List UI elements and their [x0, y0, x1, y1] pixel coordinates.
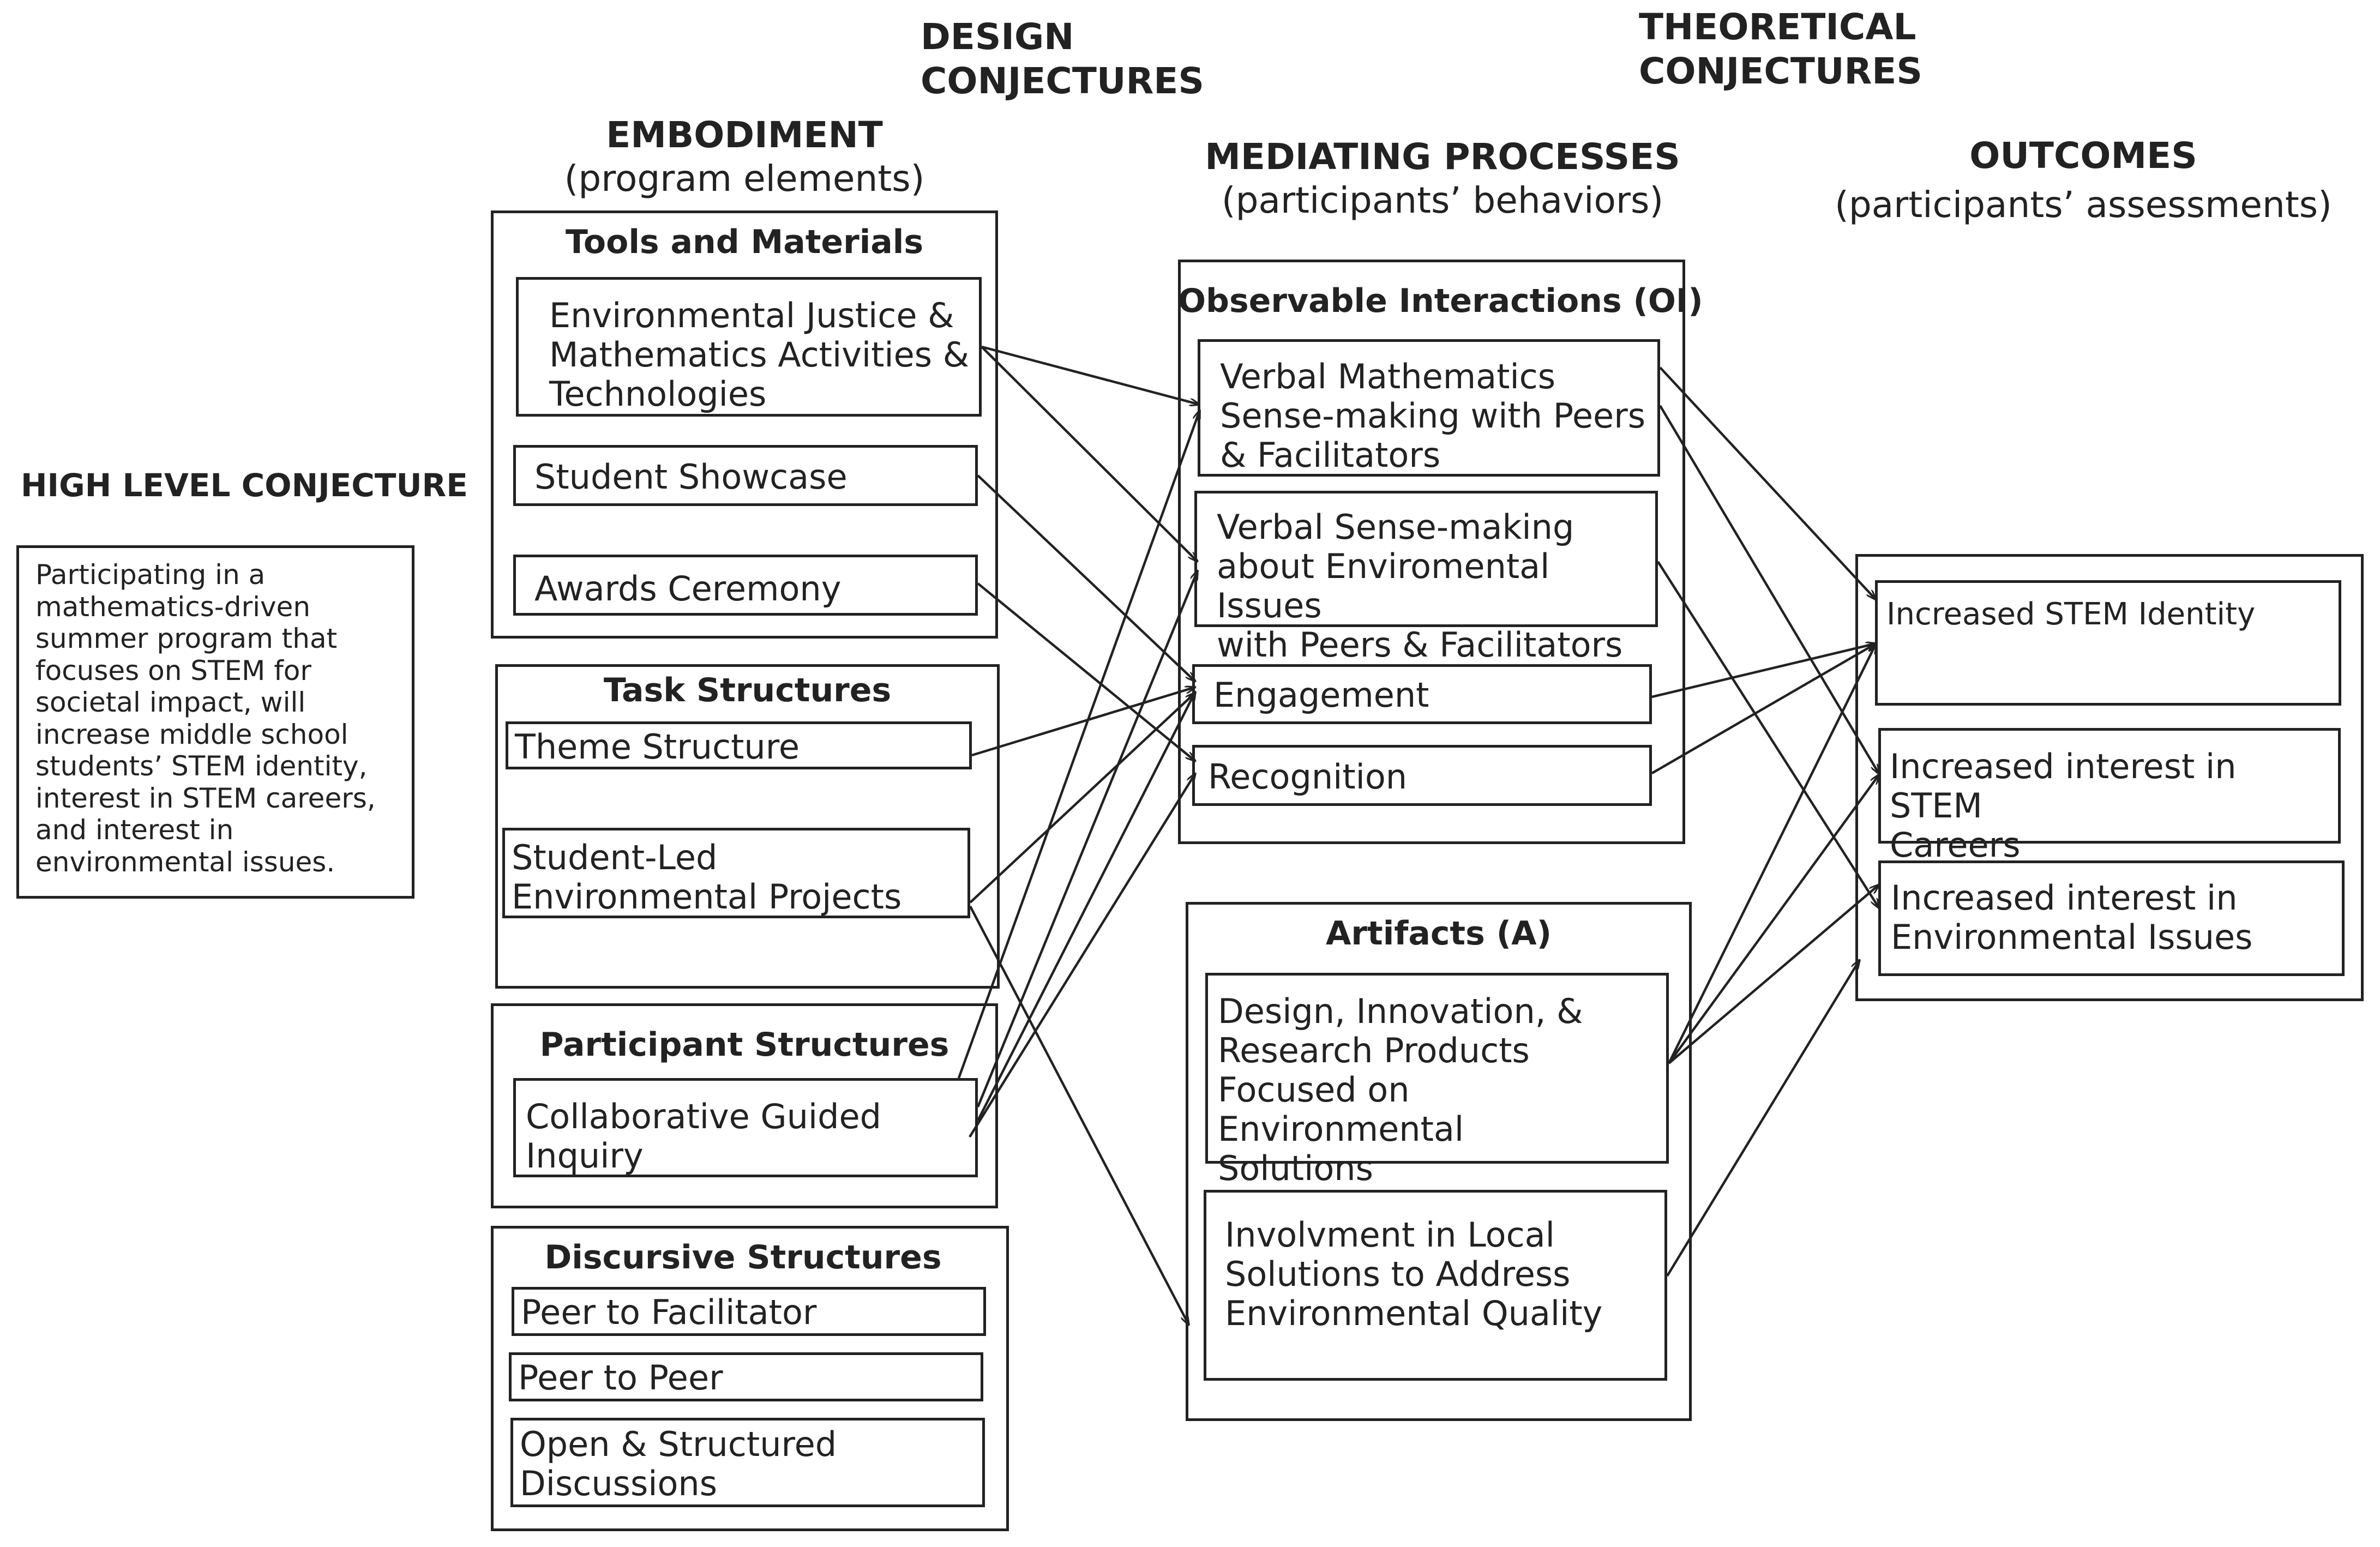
- engagement-box: Engagement: [1192, 664, 1652, 724]
- local-solutions-involvement-box: Involvment in Local Solutions to Address…: [1204, 1190, 1667, 1381]
- peer-to-facilitator-box: Peer to Facilitator: [512, 1287, 986, 1336]
- outcomes-header: OUTCOMES: [1969, 135, 2197, 177]
- recognition-box: Recognition: [1192, 745, 1652, 806]
- design-innovation-products-box: Design, Innovation, & Research Products …: [1205, 973, 1669, 1188]
- outcomes-subheader: (participants’ assessments): [1835, 184, 2332, 226]
- discursive-structures-group: [491, 1226, 1009, 1531]
- arrow-design-to-identity: [1667, 643, 1876, 1064]
- high-level-conjecture-box: Participating in a mathematics-driven su…: [16, 545, 414, 899]
- theoretical-conjectures-header: THEORETICAL CONJECTURES: [1639, 6, 1922, 92]
- arrow-recognition-to-identity: [1651, 643, 1876, 774]
- peer-to-peer-box: Peer to Peer: [509, 1352, 983, 1401]
- arrow-verbal-math-to-careers: [1659, 405, 1879, 774]
- mediating-processes-header: MEDIATING PROCESSES: [1205, 136, 1680, 178]
- participant-structures-title: Participant Structures: [539, 1026, 949, 1064]
- arrow-local-to-environmental: [1666, 960, 1860, 1277]
- arrow-ej-to-verbal-env: [981, 346, 1198, 562]
- awards-ceremony-box: Awards Ceremony: [513, 555, 978, 616]
- arrow-verbal-env-to-environmental: [1657, 561, 1879, 908]
- collaborative-guided-inquiry-box: Collaborative Guided Inquiry: [513, 1078, 978, 1177]
- discursive-structures-title: Discursive Structures: [544, 1238, 942, 1277]
- arrow-showcase-to-engagement: [977, 474, 1195, 682]
- arrow-design-to-environmental: [1668, 884, 1879, 1064]
- artifacts-title: Artifacts (A): [1326, 914, 1552, 953]
- task-structures-title: Task Structures: [603, 671, 892, 709]
- high-level-conjecture-header: HIGH LEVEL CONJECTURE: [21, 467, 468, 504]
- open-structured-discussions-box: Open & Structured Discussions: [510, 1418, 985, 1507]
- arrow-inquiry-to-verbal-env: [976, 570, 1198, 1107]
- verbal-math-sense-making-box: Verbal Mathematics Sense-making with Pee…: [1198, 339, 1660, 477]
- theme-structure-box: Theme Structure: [506, 721, 972, 769]
- increased-interest-stem-careers-box: Increased interest in STEM Careers: [1878, 728, 2341, 864]
- arrow-awards-to-recognition: [977, 582, 1195, 761]
- arrow-ej-to-verbal-math: [981, 345, 1200, 405]
- arrow-engagement-to-identity: [1651, 643, 1876, 699]
- tools-and-materials-title: Tools and Materials: [565, 223, 924, 261]
- increased-interest-environmental-box: Increased interest in Environmental Issu…: [1878, 860, 2345, 976]
- student-showcase-box: Student Showcase: [513, 445, 978, 506]
- increased-stem-identity-box: Increased STEM Identity: [1875, 580, 2341, 706]
- task-structures-group: [495, 664, 1000, 989]
- arrow-design-to-careers: [1668, 774, 1879, 1064]
- arrow-projects-to-engagement: [969, 693, 1195, 904]
- verbal-environmental-sense-making-box: Verbal Sense-making about Enviromental I…: [1194, 491, 1658, 664]
- arrow-inquiry-to-engagement: [976, 691, 1195, 1122]
- design-conjectures-header: DESIGN CONJECTURES: [921, 16, 1204, 102]
- arrow-inquiry-to-recognition: [969, 773, 1195, 1138]
- observable-interactions-title: Observable Interactions (OI): [1178, 282, 1703, 320]
- embodiment-subheader: (program elements): [564, 158, 925, 200]
- mediating-processes-subheader: (participants’ behaviors): [1221, 179, 1664, 221]
- arrow-verbal-math-to-identity: [1659, 366, 1876, 600]
- student-led-projects-box: Student-Led Environmental Projects: [502, 828, 970, 918]
- embodiment-header: EMBODIMENT: [606, 114, 883, 156]
- arrow-theme-to-engagement: [971, 687, 1195, 757]
- environmental-justice-activities-box: Environmental Justice & Mathematics Acti…: [516, 277, 982, 417]
